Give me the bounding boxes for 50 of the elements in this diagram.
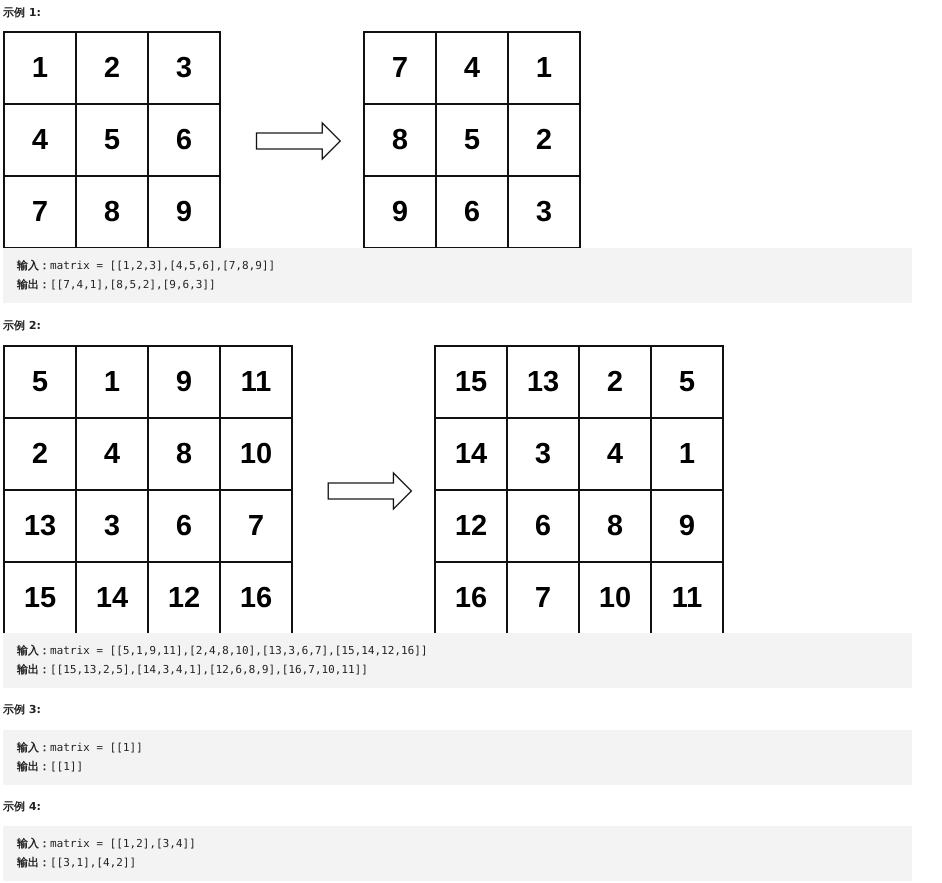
grid-cell: 7 [365, 33, 437, 105]
grid-cell: 4 [77, 419, 149, 491]
grid-cell: 1 [652, 419, 724, 491]
grid-cell: 9 [652, 491, 724, 563]
example-heading: 示例 1: [3, 5, 41, 20]
grid-cell: 1 [509, 33, 581, 105]
block-arrow [328, 471, 412, 511]
example-heading: 示例 2: [3, 318, 41, 333]
grid-cell: 5 [5, 347, 77, 419]
grid-cell: 5 [652, 347, 724, 419]
grid-cell: 15 [436, 347, 508, 419]
grid-cell: 10 [221, 419, 293, 491]
grid-cell: 1 [77, 347, 149, 419]
code-line: 输出：[[3,1],[4,2]] [17, 856, 136, 870]
code-line: 输入：matrix = [[1]] [17, 741, 143, 755]
grid-cell: 7 [221, 491, 293, 563]
grid-cell: 4 [5, 105, 77, 177]
code-line: 输入：matrix = [[1,2],[3,4]] [17, 837, 196, 851]
grid-cell: 3 [149, 33, 221, 105]
example-heading: 示例 3: [3, 702, 41, 717]
grid-cell: 5 [77, 105, 149, 177]
code-line: 输入：matrix = [[5,1,9,11],[2,4,8,10],[13,3,6,7],[15,14,12,16]] [17, 644, 428, 658]
grid-cell: 12 [436, 491, 508, 563]
grid-cell: 14 [436, 419, 508, 491]
grid-cell: 13 [5, 491, 77, 563]
example-heading: 示例 4: [3, 799, 41, 814]
code-line: 输出：[[15,13,2,5],[14,3,4,1],[12,6,8,9],[16,7,10,11]] [17, 663, 368, 677]
grid-cell: 2 [5, 419, 77, 491]
block-arrow [256, 121, 342, 161]
code-line: 输入：matrix = [[1,2,3],[4,5,6],[7,8,9]] [17, 259, 276, 273]
grid-cell: 2 [77, 33, 149, 105]
grid-cell: 11 [221, 347, 293, 419]
grid-cell: 1 [5, 33, 77, 105]
grid-cell: 3 [77, 491, 149, 563]
grid-cell: 8 [149, 419, 221, 491]
grid-cell: 3 [508, 419, 580, 491]
grid-cell: 2 [580, 347, 652, 419]
grid-cell: 13 [508, 347, 580, 419]
grid-cell: 2 [509, 105, 581, 177]
grid-cell: 4 [437, 33, 509, 105]
grid-cell: 6 [149, 105, 221, 177]
grid-cell: 8 [365, 105, 437, 177]
grid-cell: 6 [508, 491, 580, 563]
grid-cell: 9 [149, 347, 221, 419]
grid-cell: 5 [437, 105, 509, 177]
grid-cell: 6 [149, 491, 221, 563]
code-line: 输出：[[7,4,1],[8,5,2],[9,6,3]] [17, 278, 216, 292]
grid-cell: 4 [580, 419, 652, 491]
code-line: 输出：[[1]] [17, 760, 84, 774]
grid-cell: 8 [580, 491, 652, 563]
